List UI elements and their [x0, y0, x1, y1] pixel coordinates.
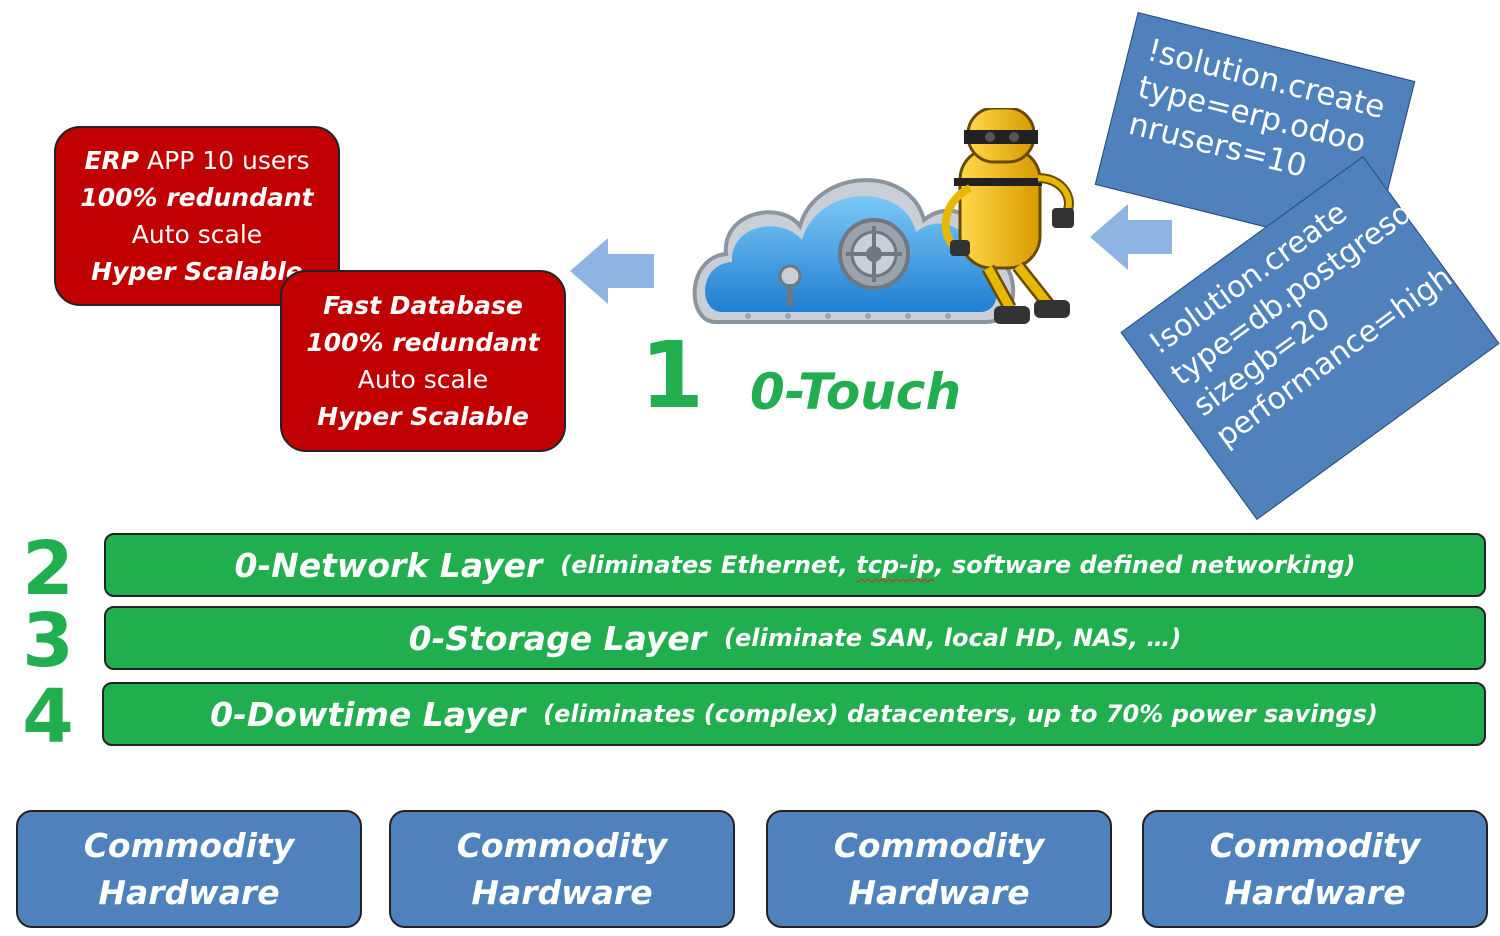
arrow-left-icon-2 — [1090, 204, 1172, 270]
robot-icon — [941, 108, 1074, 324]
downtime-layer-name: 0-Dowtime Layer — [210, 694, 526, 734]
hardware-line1: Commodity — [1209, 826, 1421, 865]
layer-4-number: 4 — [22, 674, 74, 760]
hardware-box: Commodity Hardware — [766, 810, 1112, 928]
erp-title-rest: APP 10 users — [139, 146, 310, 175]
arrow-left-icon — [570, 238, 654, 304]
hardware-line2: Hardware — [848, 873, 1030, 912]
network-layer-bar: 0-Network Layer (eliminates Ethernet, tc… — [104, 533, 1486, 597]
db-autoscale: Auto scale — [357, 365, 489, 394]
erp-scalable: Hyper Scalable — [91, 257, 303, 286]
hardware-box: Commodity Hardware — [389, 810, 735, 928]
hardware-box: Commodity Hardware — [1142, 810, 1488, 928]
hardware-line2: Hardware — [98, 873, 280, 912]
hardware-line2: Hardware — [1224, 873, 1406, 912]
step-1-number: 1 — [640, 322, 705, 429]
downtime-layer-bar: 0-Dowtime Layer (eliminates (complex) da… — [102, 682, 1486, 746]
hardware-box: Commodity Hardware — [16, 810, 362, 928]
storage-layer-name: 0-Storage Layer — [408, 618, 707, 658]
network-layer-desc: (eliminates Ethernet, tcp-ip, software d… — [560, 551, 1355, 579]
db-redundant: 100% redundant — [306, 328, 540, 357]
step-1-label: 0-Touch — [750, 363, 962, 421]
network-layer-desc-mark: tcp-ip — [856, 551, 935, 579]
storage-layer-desc: (eliminate SAN, local HD, NAS, …) — [724, 624, 1182, 652]
db-scalable: Hyper Scalable — [317, 402, 529, 431]
erp-redundant: 100% redundant — [80, 183, 314, 212]
erp-title-bold: ERP — [84, 146, 140, 175]
network-layer-desc-pre: (eliminates Ethernet, — [560, 551, 857, 579]
db-title: Fast Database — [323, 291, 523, 320]
hardware-line1: Commodity — [456, 826, 668, 865]
hardware-line2: Hardware — [471, 873, 653, 912]
downtime-layer-desc: (eliminates (complex) datacenters, up to… — [543, 700, 1378, 728]
db-solution-box: Fast Database 100% redundant Auto scale … — [280, 270, 566, 452]
network-layer-name: 0-Network Layer — [234, 545, 543, 585]
layer-3-number: 3 — [22, 598, 74, 684]
hardware-line1: Commodity — [833, 826, 1045, 865]
erp-autoscale: Auto scale — [131, 220, 263, 249]
erp-solution-box: ERP APP 10 users 100% redundant Auto sca… — [54, 126, 340, 306]
cloud-vault-icon — [692, 108, 1074, 324]
network-layer-desc-post: , software defined networking) — [934, 551, 1356, 579]
layer-2-number: 2 — [22, 526, 74, 612]
hardware-line1: Commodity — [83, 826, 295, 865]
storage-layer-bar: 0-Storage Layer (eliminate SAN, local HD… — [104, 606, 1486, 670]
